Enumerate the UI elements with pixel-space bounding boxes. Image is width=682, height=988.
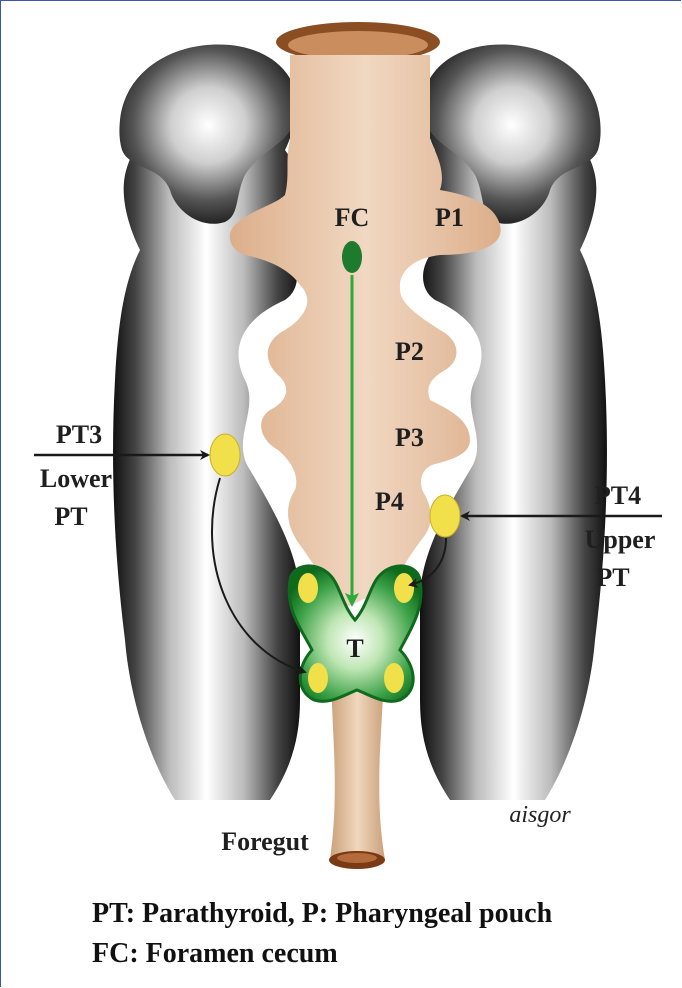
- label-fc: FC: [335, 203, 370, 232]
- pharynx-opening-inner: [288, 31, 428, 59]
- label-foregut: Foregut: [221, 827, 309, 856]
- thyroid-parathyroid-ur: [394, 573, 414, 603]
- legend-line-2: FC: Foramen cecum: [92, 938, 338, 970]
- pt4-parathyroid: [430, 495, 460, 537]
- label-upper-pt: PT: [596, 563, 629, 592]
- label-upper: Upper: [585, 525, 656, 554]
- label-p4: P4: [375, 487, 404, 516]
- label-lower: Lower: [40, 464, 112, 493]
- legend-line-1: PT: Parathyroid, P: Pharyngeal pouch: [92, 898, 552, 930]
- foregut-opening-inner: [337, 853, 377, 863]
- pt3-parathyroid: [210, 434, 240, 476]
- label-thyroid: T: [346, 634, 363, 663]
- label-p1: P1: [435, 203, 464, 232]
- foramen-cecum-dot: [342, 241, 362, 273]
- label-lower-pt: PT: [54, 502, 87, 531]
- label-p3: P3: [395, 423, 424, 452]
- thyroid-parathyroid-ul: [298, 573, 318, 603]
- artist-signature: aisgor: [509, 802, 571, 828]
- label-p2: P2: [395, 337, 424, 366]
- label-pt4: PT4: [595, 481, 641, 510]
- label-pt3: PT3: [56, 420, 102, 449]
- thyroid-parathyroid-lr: [384, 663, 404, 693]
- thyroid-parathyroid-ll: [308, 663, 328, 693]
